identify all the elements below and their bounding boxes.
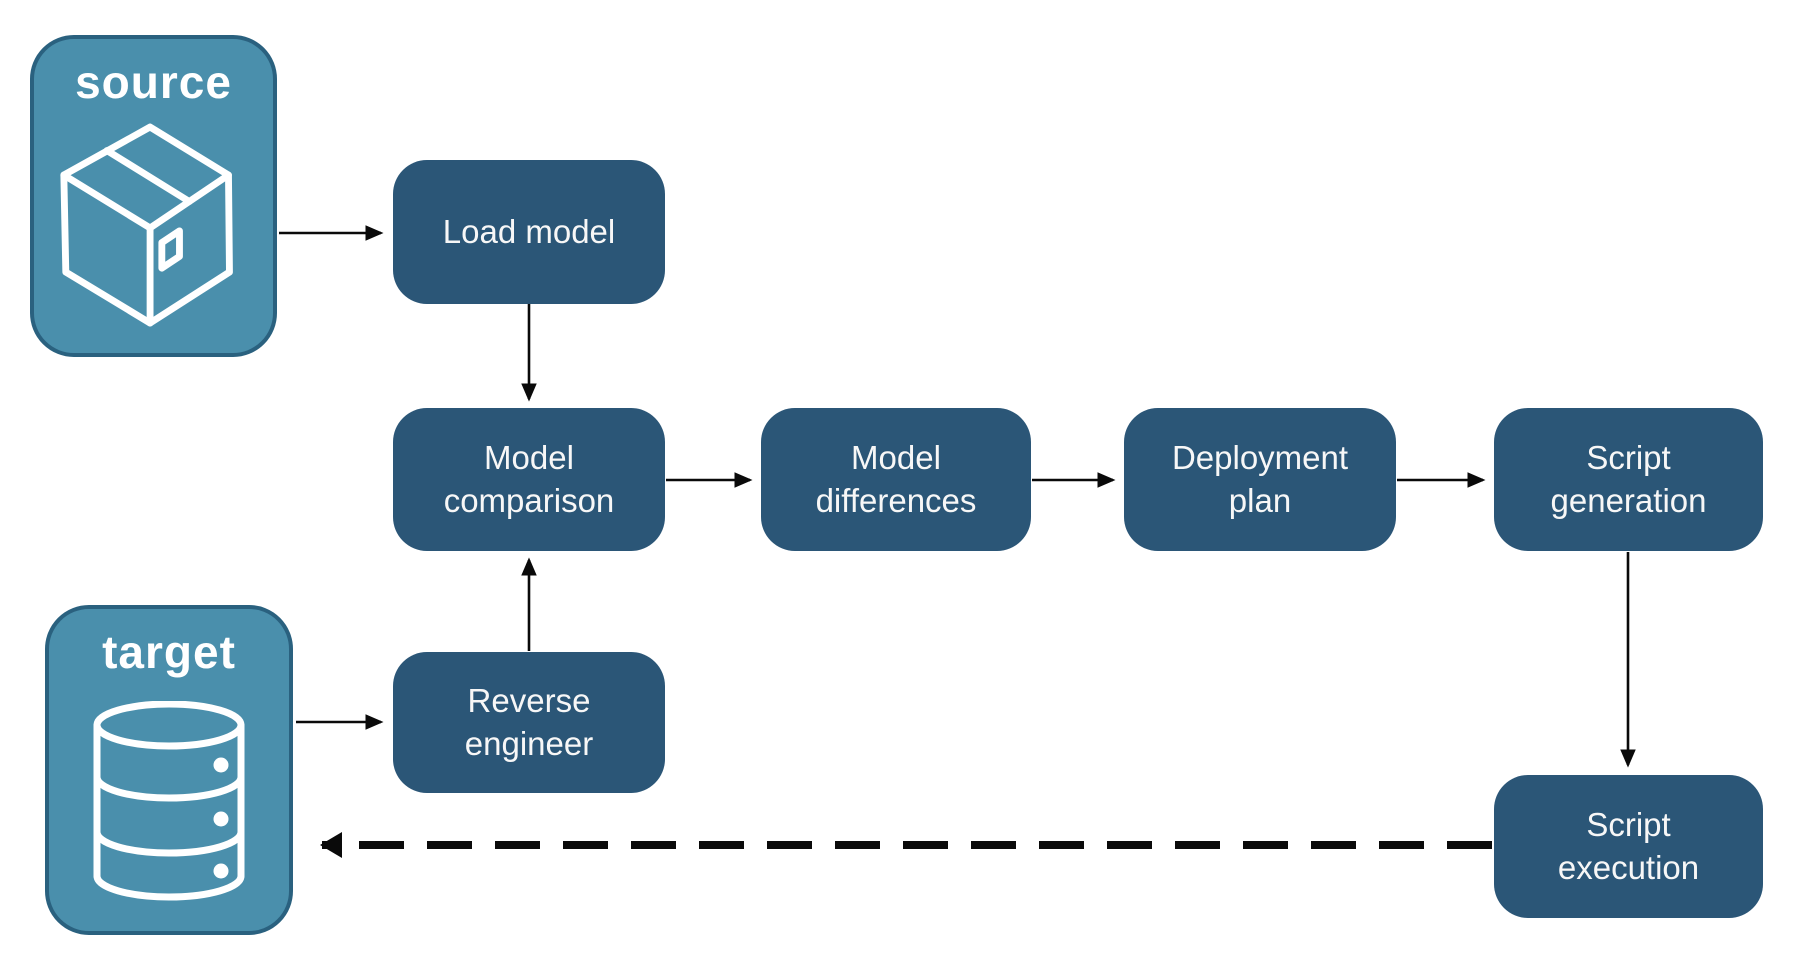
node-label: Deployment plan <box>1171 439 1349 519</box>
node-label: Script generation <box>1550 439 1707 519</box>
node-label: Model comparison <box>443 439 615 519</box>
source-container: source <box>30 35 277 357</box>
node-label: Load model <box>442 212 616 250</box>
node-model-differences: Model differences <box>761 408 1031 551</box>
node-label: Model differences <box>815 439 977 519</box>
node-script-execution: Script execution <box>1494 775 1763 918</box>
node-deployment-plan: Deployment plan <box>1124 408 1396 551</box>
target-label: target <box>102 626 236 678</box>
database-icon <box>93 701 245 901</box>
source-label: source <box>75 56 232 108</box>
node-label: Reverse engineer <box>464 682 594 762</box>
package-icon <box>59 123 233 327</box>
node-load-model: Load model <box>393 160 665 304</box>
target-container: target <box>45 605 293 935</box>
node-reverse-engineer: Reverse engineer <box>393 652 665 793</box>
node-model-comparison: Model comparison <box>393 408 665 551</box>
node-script-generation: Script generation <box>1494 408 1763 551</box>
node-label: Script execution <box>1557 806 1700 886</box>
